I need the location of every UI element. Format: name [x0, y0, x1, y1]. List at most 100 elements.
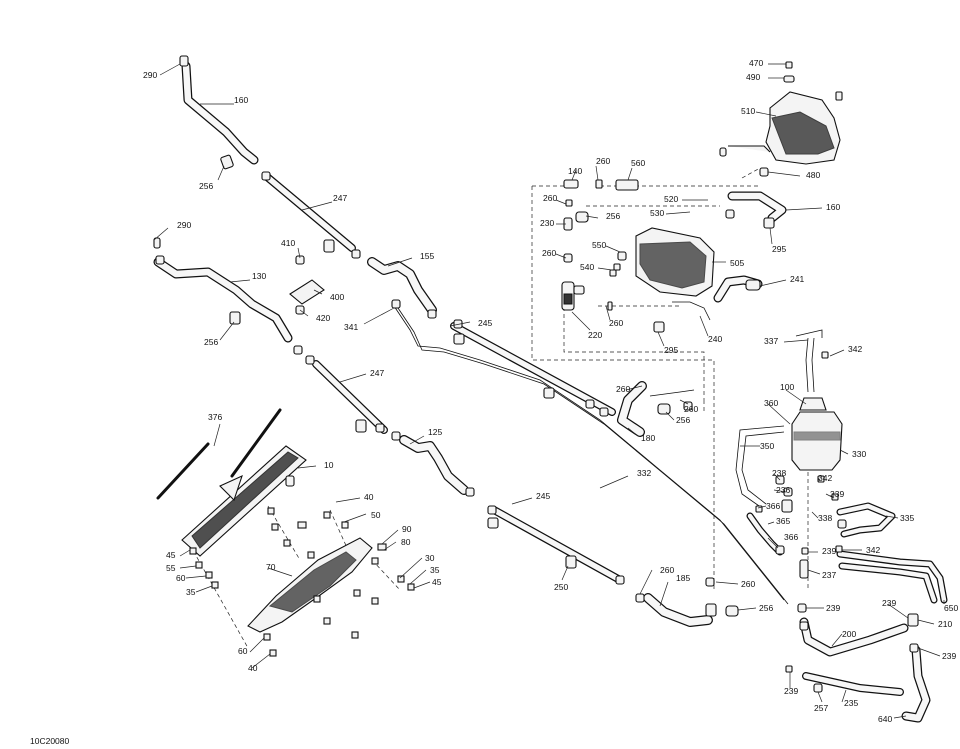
callout-130: 130: [252, 271, 266, 281]
callout-40: 40: [248, 663, 258, 673]
callout-239: 239: [826, 603, 840, 613]
hose-160-right: [727, 191, 787, 223]
callout-260: 260: [741, 579, 755, 589]
callout-640: 640: [878, 714, 892, 724]
callout-260: 260: [684, 404, 698, 414]
callout-260: 260: [660, 565, 674, 575]
callout-160: 160: [234, 95, 248, 105]
callout-210: 210: [938, 619, 952, 629]
tube-245-upper: [450, 322, 616, 416]
callout-60: 60: [176, 573, 186, 583]
callout-200: 200: [842, 629, 856, 639]
callout-257: 257: [814, 703, 828, 713]
callout-30: 30: [425, 553, 435, 563]
callout-10: 10: [324, 460, 334, 470]
callout-236: 236: [776, 485, 790, 495]
callout-241: 241: [790, 274, 804, 284]
callout-260: 260: [616, 384, 630, 394]
callout-260: 260: [609, 318, 623, 328]
callout-185: 185: [676, 573, 690, 583]
hose-130: [153, 257, 293, 343]
callout-400: 400: [330, 292, 344, 302]
callout-250: 250: [554, 582, 568, 592]
callout-245: 245: [478, 318, 492, 328]
callout-247: 247: [370, 368, 384, 378]
callout-480: 480: [806, 170, 820, 180]
callout-490: 490: [746, 72, 760, 82]
callout-342: 342: [866, 545, 880, 555]
callout-238: 238: [772, 468, 786, 478]
callout-256: 256: [606, 211, 620, 221]
connector-241: [745, 279, 761, 291]
hose-160-left: [181, 61, 259, 165]
callout-290: 290: [177, 220, 191, 230]
callout-100: 100: [780, 382, 794, 392]
callout-290: 290: [143, 70, 157, 80]
callout-510: 510: [741, 106, 755, 116]
callout-140: 140: [568, 166, 582, 176]
callout-220: 220: [588, 330, 602, 340]
hose-155: [367, 257, 437, 315]
tube-247-lower: [312, 360, 388, 434]
callout-160: 160: [826, 202, 840, 212]
callout-247: 247: [333, 193, 347, 203]
callout-341: 341: [344, 322, 358, 332]
callout-376: 376: [208, 412, 222, 422]
callout-530: 530: [650, 208, 664, 218]
callout-339: 339: [830, 489, 844, 499]
callout-365: 365: [776, 516, 790, 526]
tank-505: [635, 227, 715, 297]
callout-230: 230: [540, 218, 554, 228]
dash-line-a: [531, 186, 715, 590]
callout-260: 260: [542, 248, 556, 258]
callout-35: 35: [430, 565, 440, 575]
callout-366: 366: [766, 501, 780, 511]
callout-239: 239: [784, 686, 798, 696]
hose-640: [901, 645, 931, 723]
callout-295: 295: [664, 345, 678, 355]
callout-335: 335: [900, 513, 914, 523]
callout-260: 260: [543, 193, 557, 203]
callout-125: 125: [428, 427, 442, 437]
callout-342: 342: [818, 473, 832, 483]
callout-245: 245: [536, 491, 550, 501]
callout-295: 295: [772, 244, 786, 254]
hose-650: [836, 550, 948, 604]
callout-237: 237: [822, 570, 836, 580]
callout-520: 520: [664, 194, 678, 204]
leader-lines: [153, 63, 945, 719]
callout-70: 70: [266, 562, 276, 572]
callout-45: 45: [432, 577, 442, 587]
callout-240: 240: [708, 334, 722, 344]
bracket-70: [247, 537, 373, 633]
tank-330: [791, 397, 843, 471]
callout-235: 235: [844, 698, 858, 708]
hose-125: [399, 435, 469, 495]
callout-650: 650: [944, 603, 958, 613]
callout-40: 40: [364, 492, 374, 502]
callout-256: 256: [199, 181, 213, 191]
hose-335: [836, 502, 896, 538]
callout-505: 505: [730, 258, 744, 268]
callout-60: 60: [238, 646, 248, 656]
bracket-400: [289, 279, 325, 305]
callout-560: 560: [631, 158, 645, 168]
callout-360: 360: [764, 398, 778, 408]
callout-540: 540: [580, 262, 594, 272]
tube-245-lower: [490, 506, 624, 584]
callout-239: 239: [942, 651, 956, 661]
hose-185: [643, 593, 713, 627]
hose-200: [799, 617, 909, 657]
callout-470: 470: [749, 58, 763, 68]
callout-338: 338: [818, 513, 832, 523]
callout-350: 350: [760, 441, 774, 451]
callout-180: 180: [641, 433, 655, 443]
fasteners: [189, 507, 415, 657]
callout-50: 50: [371, 510, 381, 520]
callout-90: 90: [402, 524, 412, 534]
callout-342: 342: [848, 344, 862, 354]
drawing-id: 10C20080: [30, 736, 70, 746]
